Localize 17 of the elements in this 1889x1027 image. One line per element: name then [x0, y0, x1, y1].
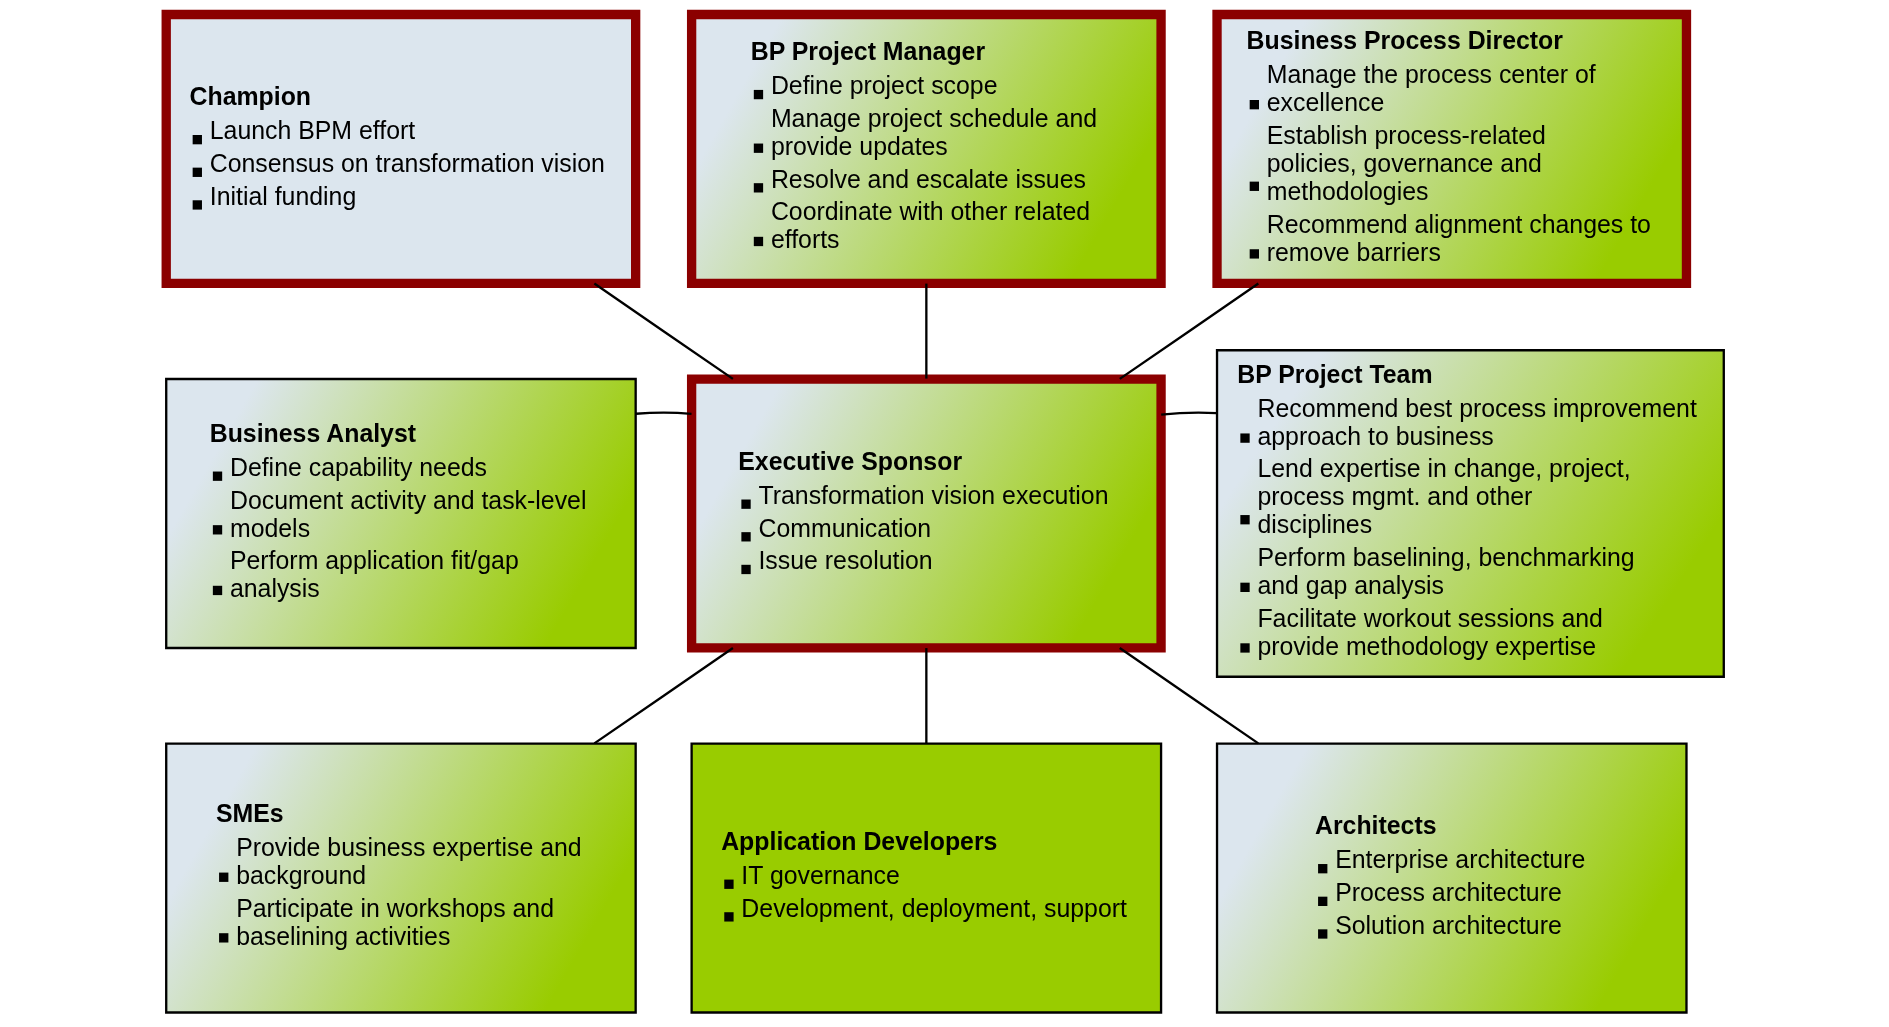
node-box: Business Process Director Manage the process center of excellence Establish process-related policies, governance and methodologies Recommend alignment changes to remove barriers: [1211, 9, 1691, 289]
connector: [924, 648, 927, 744]
connector: [593, 282, 734, 380]
node-box: Executive Sponsor Transformation vision execution Communication Issue resolution: [686, 374, 1166, 653]
connector: [924, 283, 927, 379]
connector: [593, 647, 734, 745]
connector: [1118, 647, 1259, 745]
connector: [1160, 411, 1217, 416]
connector: [635, 411, 692, 415]
node-box: BP Project Team Recommend best process improvement approach to business Lend expertise in change, project, process mgmt. and other disciplines Perform baselining, benchmarking and gap analysis Facilitate workout sessions and provide methodology expertise: [1215, 349, 1725, 678]
node-box: SMEs Provide business expertise and background Participate in workshops and baselining activities: [164, 742, 637, 1014]
node-box: Application Developers IT governance Development, deployment, support: [689, 742, 1162, 1014]
node-box: Business Analyst Define capability needs Document activity and task-level models Perform application fit/gap analysis: [164, 377, 637, 650]
node-box: Architects Enterprise architecture Process architecture Solution architecture: [1215, 742, 1688, 1014]
node-box: BP Project Manager Define project scope Manage project schedule and provide updates Resolve and escalate issues Coordinate with other related efforts: [686, 9, 1166, 289]
connector: [1118, 282, 1259, 380]
node-box: Champion Launch BPM effort Consensus on transformation vision Initial funding: [161, 9, 640, 289]
